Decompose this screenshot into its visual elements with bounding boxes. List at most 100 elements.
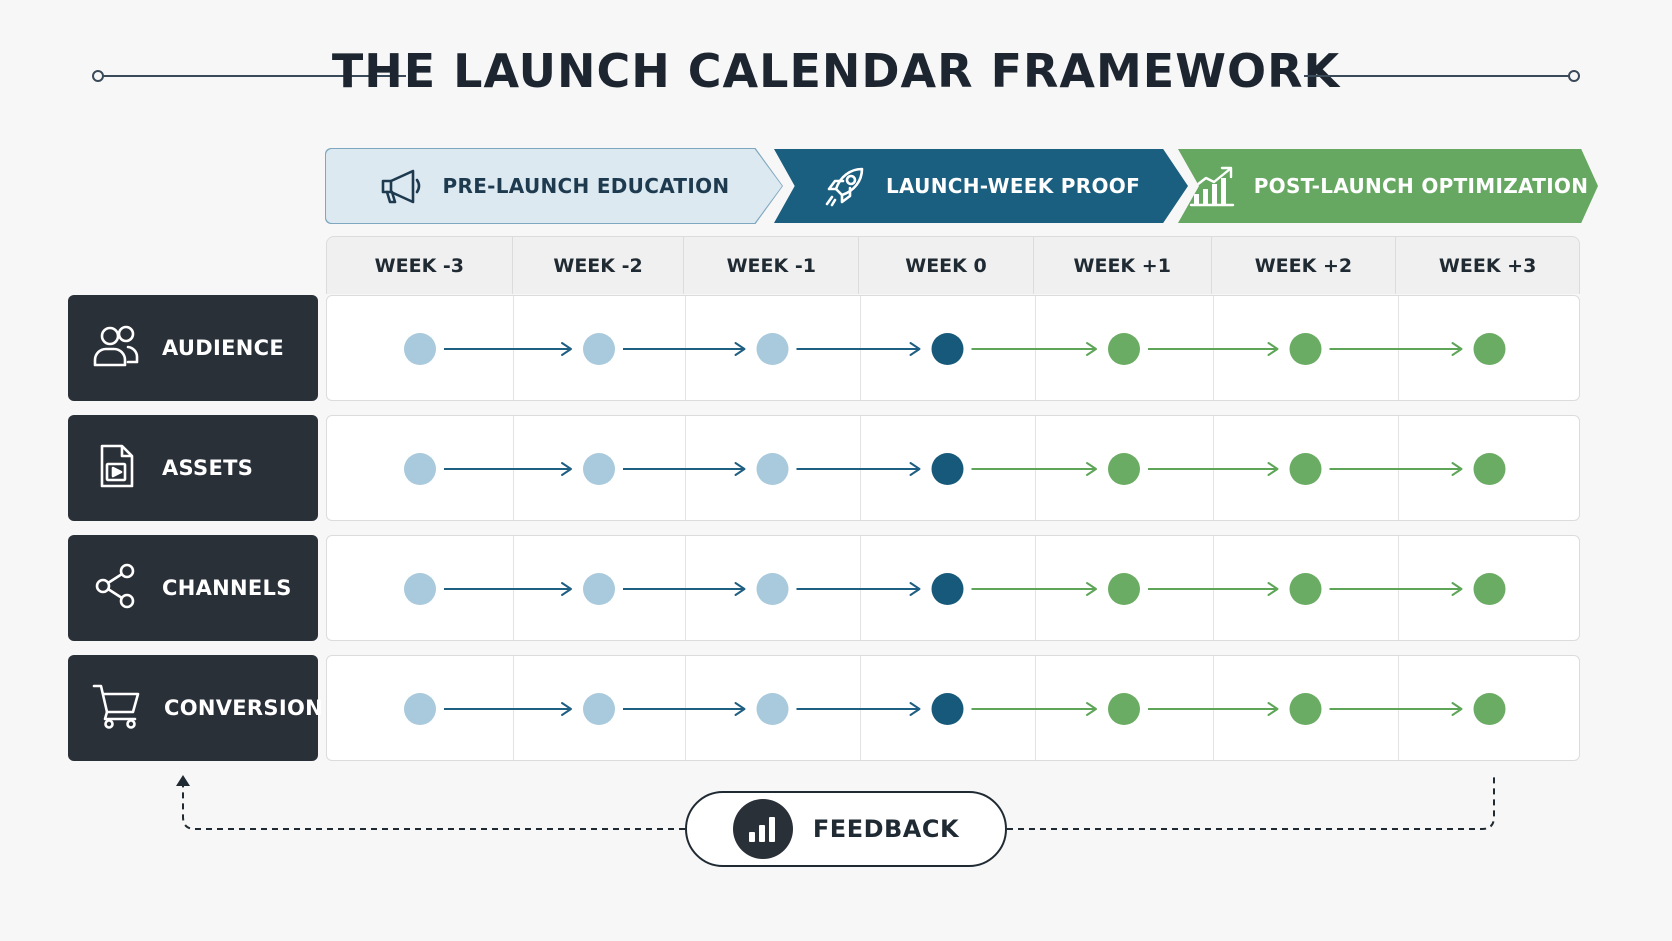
timeline-node-post — [1289, 453, 1322, 485]
flow-arrow-head — [734, 342, 746, 356]
flow-arrow-head — [1451, 462, 1463, 476]
title-rule-right-dot — [1568, 70, 1580, 82]
timeline-node-pre — [404, 333, 436, 365]
timeline-svg — [404, 573, 1506, 605]
timeline-node-pre — [583, 693, 615, 725]
row-label-text: CONVERSION — [164, 696, 323, 720]
page-title: THE LAUNCH CALENDAR FRAMEWORK — [331, 44, 1341, 98]
phase-pre-launch: PRE-LAUNCH EDUCATION — [326, 149, 782, 223]
flow-arrow-head — [734, 462, 746, 476]
flow-arrow-head — [1086, 342, 1097, 356]
flow-arrow-head — [561, 462, 572, 476]
timeline-node-pre — [756, 573, 789, 605]
rocket-icon — [822, 163, 868, 209]
timeline-node-post — [1108, 333, 1140, 365]
timeline-node-pre — [404, 693, 436, 725]
timeline-row-conversion — [326, 655, 1580, 761]
title-rule-left — [98, 75, 406, 77]
feedback-loop-path — [182, 782, 685, 830]
row-label-text: CHANNELS — [162, 576, 292, 600]
timeline-node-post — [1289, 573, 1322, 605]
share-icon — [92, 562, 140, 615]
timeline-node-post — [1108, 693, 1140, 725]
timeline-node-pre — [404, 453, 436, 485]
flow-arrow-head — [734, 582, 746, 596]
timeline-node-launch — [931, 573, 964, 605]
timeline-node-launch — [931, 333, 964, 365]
row-label-channels: CHANNELS — [68, 535, 318, 641]
timeline-svg — [404, 693, 1506, 725]
shopping-cart-icon — [92, 682, 142, 735]
week-header-cell: WEEK +2 — [1212, 237, 1397, 294]
timeline-node-launch — [931, 693, 964, 725]
week-header-cell: WEEK -1 — [684, 237, 860, 294]
flow-arrow-head — [1451, 342, 1463, 356]
timeline-node-post — [1289, 693, 1322, 725]
flow-arrow-head — [561, 342, 572, 356]
timeline-node-launch — [931, 453, 964, 485]
timeline-svg — [404, 333, 1506, 365]
flow-arrow-head — [1267, 582, 1279, 596]
flow-arrow-head — [909, 702, 921, 716]
timeline-node-post — [1473, 453, 1506, 485]
flow-arrow-head — [561, 582, 572, 596]
timeline-node-pre — [756, 333, 789, 365]
timeline-node-post — [1473, 573, 1506, 605]
timeline-node-post — [1108, 453, 1140, 485]
users-icon — [92, 323, 140, 374]
timeline-node-post — [1108, 573, 1140, 605]
week-header-cell: WEEK +1 — [1034, 237, 1212, 294]
phase-label: LAUNCH-WEEK PROOF — [885, 174, 1141, 198]
flow-arrow-head — [1086, 582, 1097, 596]
phase-label: PRE-LAUNCH EDUCATION — [442, 174, 730, 198]
flow-arrow-head — [1086, 702, 1097, 716]
feedback-loop-return-path — [1007, 775, 1495, 830]
week-header-cell: WEEK +3 — [1438, 254, 1537, 277]
phase-post-launch: POST-LAUNCH OPTIMIZATION — [1178, 149, 1598, 223]
row-label-audience: AUDIENCE — [68, 295, 318, 401]
video-file-icon — [92, 442, 140, 495]
growth-chart-icon — [1188, 164, 1236, 208]
flow-arrow-head — [1451, 702, 1463, 716]
timeline-row-assets — [326, 415, 1580, 521]
week-header-cell: WEEK 0 — [859, 237, 1034, 294]
row-label-text: ASSETS — [162, 456, 254, 480]
flow-arrow-head — [561, 702, 572, 716]
feedback-label: FEEDBACK — [812, 815, 960, 843]
timeline-node-pre — [583, 453, 615, 485]
timeline-node-pre — [583, 333, 615, 365]
week-header-cell: WEEK -2 — [513, 237, 685, 294]
flow-arrow-head — [909, 582, 921, 596]
phase-label: POST-LAUNCH OPTIMIZATION — [1253, 174, 1589, 198]
row-label-text: AUDIENCE — [162, 336, 284, 360]
flow-arrow-head — [734, 702, 746, 716]
title-rule-left-dot — [92, 70, 104, 82]
timeline-row-audience — [326, 295, 1580, 401]
timeline-node-pre — [756, 693, 789, 725]
flow-arrow-head — [1267, 342, 1279, 356]
timeline-node-pre — [404, 573, 436, 605]
timeline-svg — [404, 453, 1506, 485]
row-label-conversion: CONVERSION — [68, 655, 323, 761]
flow-arrow-head — [1267, 702, 1279, 716]
timeline-node-pre — [583, 573, 615, 605]
flow-arrow-head — [909, 462, 921, 476]
flow-arrow-head — [909, 342, 921, 356]
feedback-pill: FEEDBACK — [685, 791, 1007, 867]
megaphone-icon — [379, 166, 425, 206]
week-header-cell: WEEK -3 — [327, 237, 513, 294]
row-label-assets: ASSETS — [68, 415, 318, 521]
bar-chart-icon — [732, 799, 793, 859]
timeline-node-pre — [756, 453, 789, 485]
timeline-node-post — [1473, 693, 1506, 725]
timeline-row-channels — [326, 535, 1580, 641]
phase-launch-week: LAUNCH-WEEK PROOF — [774, 149, 1188, 223]
flow-arrow-head — [1086, 462, 1097, 476]
flow-arrow-head — [1451, 582, 1463, 596]
timeline-node-post — [1473, 333, 1506, 365]
feedback-loop-arrowhead — [176, 775, 190, 786]
flow-arrow-head — [1267, 462, 1279, 476]
title-rule-right — [1304, 75, 1574, 77]
